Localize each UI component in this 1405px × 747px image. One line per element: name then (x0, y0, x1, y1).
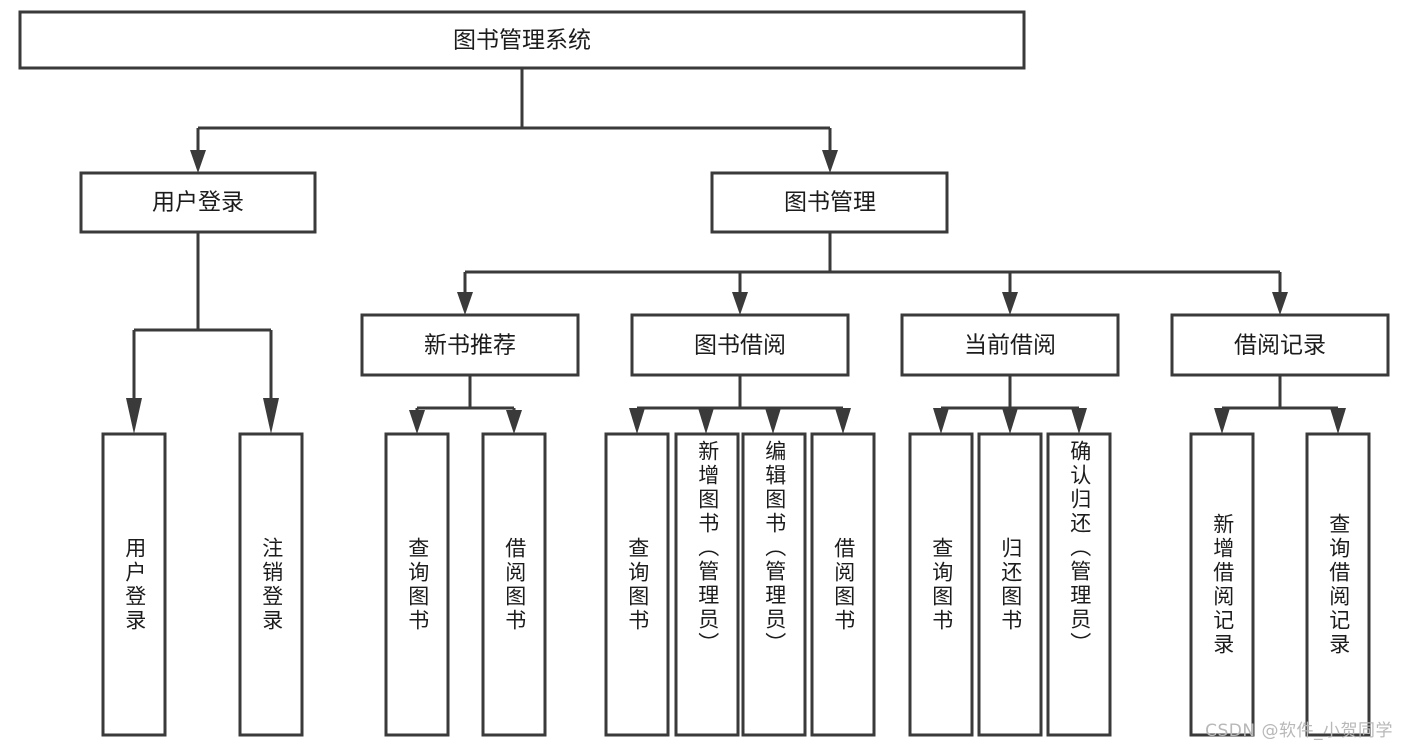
arrow-head-leaf-logout (263, 398, 279, 434)
node-user-login-box[interactable] (79, 171, 317, 234)
node-book-borrow-label: 图书借阅 (694, 333, 786, 359)
arrow-head-new-book (457, 292, 473, 315)
leaf-box-bb-query-book[interactable] (604, 432, 670, 737)
arrow-head-leaf-br-1 (1214, 408, 1230, 434)
arrow-head-book-borrow (732, 292, 748, 315)
node-root-box[interactable] (18, 10, 1026, 70)
leaf-box-user-login[interactable] (101, 432, 167, 737)
node-book-borrow-box[interactable] (630, 313, 850, 377)
node-borrow-record-label: 借阅记录 (1234, 333, 1326, 359)
csdn-watermark: CSDN @软件_小贺同学 (1205, 721, 1393, 741)
arrow-head-leaf-cb-3 (1071, 408, 1087, 434)
arrow-head-leaf-bb-2 (698, 408, 714, 434)
arrow-head-leaf-bb-4 (835, 408, 851, 434)
arrow-head-user-login (190, 150, 206, 173)
node-user-login-label: 用户登录 (152, 190, 244, 216)
leaf-box-bb-borrow-book[interactable] (810, 432, 876, 737)
node-current-borrow-box[interactable] (900, 313, 1120, 377)
arrow-head-leaf-cb-2 (1002, 408, 1018, 434)
node-user-login[interactable]: 用户登录 (79, 171, 317, 234)
node-borrow-record-box[interactable] (1170, 313, 1390, 377)
node-root[interactable]: 图书管理系统 (18, 10, 1026, 70)
arrow-head-leaf-bb-1 (629, 408, 645, 434)
leaf-box-bb-edit-book[interactable] (741, 432, 807, 737)
arrow-head-leaf-cb-1 (933, 408, 949, 434)
node-current-borrow[interactable]: 当前借阅 (900, 313, 1120, 377)
leaf-box-br-query-record[interactable] (1305, 432, 1371, 737)
leaf-box-cb-confirm-return[interactable] (1046, 432, 1112, 737)
node-book-manage[interactable]: 图书管理 (710, 171, 949, 234)
node-book-manage-label: 图书管理 (784, 190, 876, 216)
arrow-head-book-manage (822, 150, 838, 173)
leaf-box-nb-query-book[interactable] (384, 432, 450, 737)
node-book-borrow[interactable]: 图书借阅 (630, 313, 850, 377)
leaf-box-cb-return-book[interactable] (977, 432, 1043, 737)
leaf-box-cb-query-book[interactable] (908, 432, 974, 737)
arrow-head-current-borrow (1002, 292, 1018, 315)
node-root-label: 图书管理系统 (453, 28, 591, 54)
leaf-box-nb-borrow-book[interactable] (481, 432, 547, 737)
leaf-box-br-add-record[interactable] (1189, 432, 1255, 737)
node-new-book-recommend[interactable]: 新书推荐 (360, 313, 580, 377)
node-new-book-recommend-label: 新书推荐 (424, 333, 516, 359)
node-borrow-record[interactable]: 借阅记录 (1170, 313, 1390, 377)
arrow-head-leaf-nb-2 (506, 410, 522, 434)
arrow-head-leaf-bb-3 (765, 408, 781, 434)
arrow-head-leaf-user-login (126, 398, 142, 434)
arrow-head-leaf-br-2 (1330, 408, 1346, 434)
node-current-borrow-label: 当前借阅 (964, 333, 1056, 359)
connector-layer (126, 68, 1346, 434)
leaf-box-logout[interactable] (238, 432, 304, 737)
node-new-book-recommend-box[interactable] (360, 313, 580, 377)
arrow-head-borrow-record (1272, 292, 1288, 315)
node-book-manage-box[interactable] (710, 171, 949, 234)
leaf-box-bb-add-book[interactable] (674, 432, 740, 737)
arrow-head-leaf-nb-1 (409, 410, 425, 434)
